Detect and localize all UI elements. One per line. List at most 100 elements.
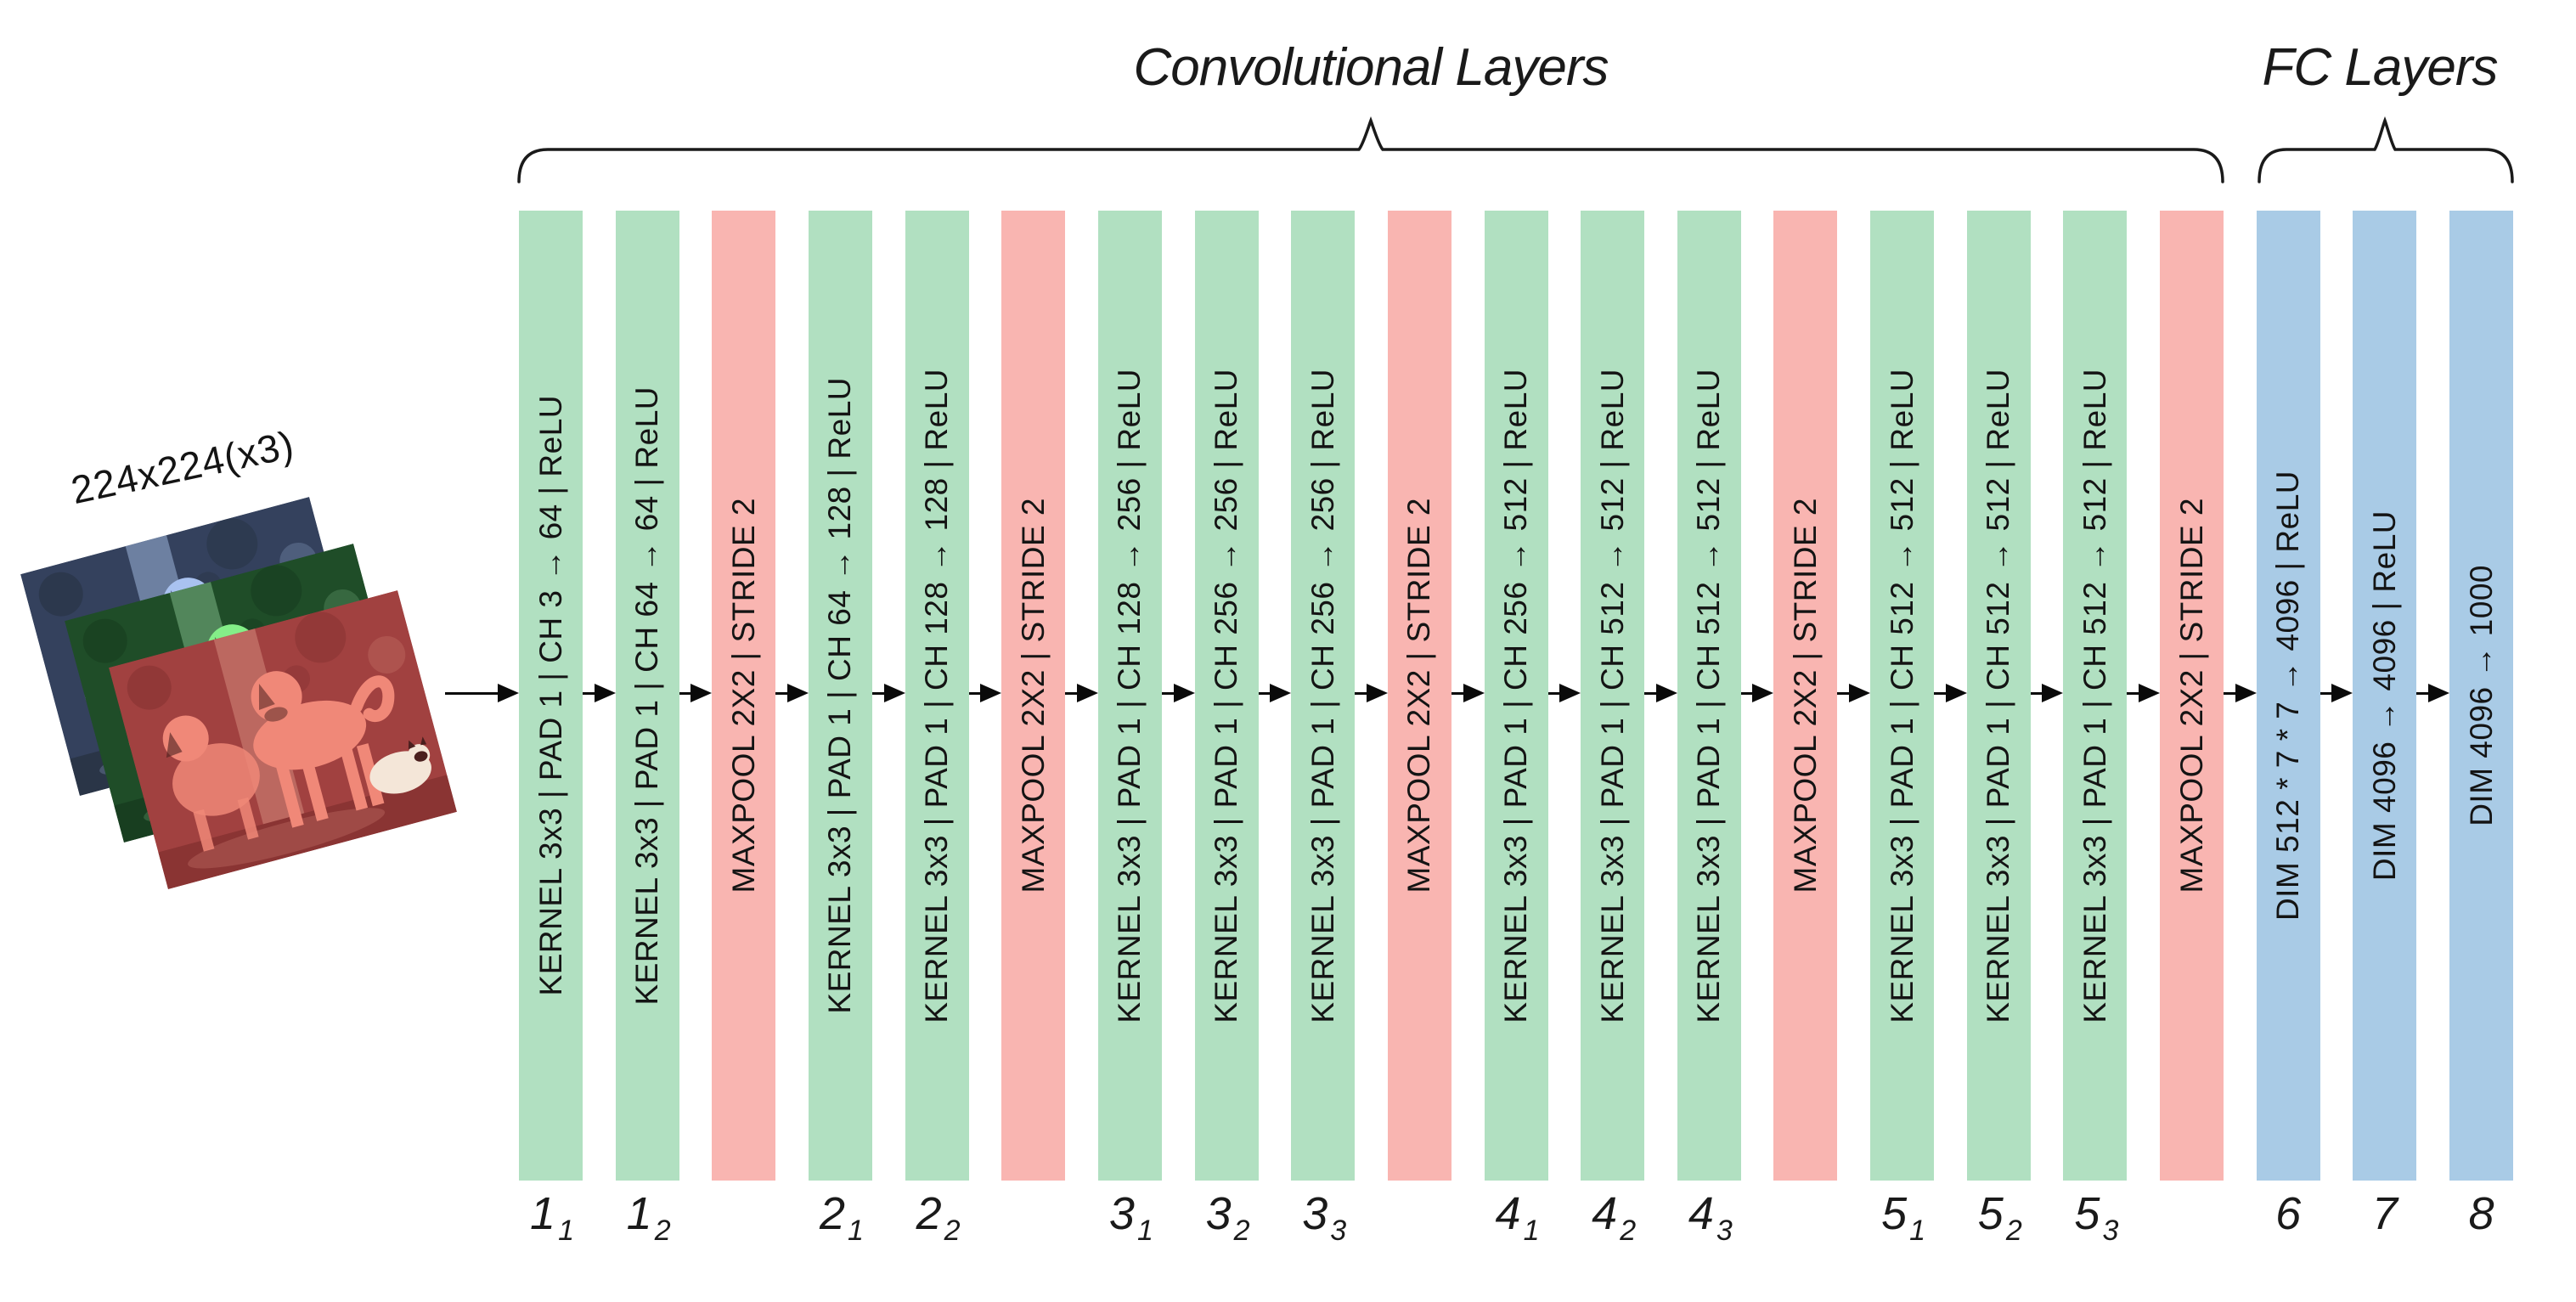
layer-index-5-3: 53 — [2074, 1187, 2118, 1247]
layer-index-main: 8 — [2468, 1188, 2494, 1239]
arrow-after-5-shaft — [968, 691, 983, 695]
fc-layer-bar-6-text: DIM 512 * 7 * 7 → 4096 | ReLU — [2270, 470, 2306, 922]
arrow-after-12-head — [1655, 684, 1677, 702]
layer-index-sub: 2 — [944, 1215, 961, 1247]
pool-layer-bar-pool-5: MAXPOOL 2X2 | STRIDE 2 — [1001, 211, 1066, 1181]
conv-layer-bar-3-1-text: KERNEL 3x3 | PAD 1 | CH 128 → 256 | ReLU — [1112, 368, 1147, 1023]
arrow-after-20-head — [2428, 684, 2449, 702]
arrow-after-3-head — [786, 684, 809, 702]
pool-layer-bar-pool-5-text: MAXPOOL 2X2 | STRIDE 2 — [1015, 498, 1051, 893]
layer-index-main: 1 — [626, 1188, 652, 1239]
conv-layer-bar-4-1-text: KERNEL 3x3 | PAD 1 | CH 256 → 512 | ReLU — [1498, 368, 1533, 1023]
arrow-after-1-head — [594, 684, 616, 702]
layer-index-main: 4 — [1495, 1188, 1521, 1239]
conv-layer-bar-4-2: KERNEL 3x3 | PAD 1 | CH 512 → 512 | ReLU — [1581, 211, 1645, 1181]
arrow-after-17-head — [2139, 684, 2161, 702]
layer-index-main: 6 — [2275, 1188, 2302, 1239]
conv-layer-bar-5-1-text: KERNEL 3x3 | PAD 1 | CH 512 → 512 | ReLU — [1884, 368, 1919, 1023]
conv-brace — [517, 116, 2224, 183]
pool-layer-bar-pool-17-text: MAXPOOL 2X2 | STRIDE 2 — [2173, 498, 2209, 893]
arrow-after-15-head — [1945, 684, 1967, 702]
arrow-after-10-shaft — [1451, 691, 1465, 695]
arrow-after-12-shaft — [1644, 691, 1658, 695]
arrow-after-7-head — [1173, 684, 1195, 702]
arrow-after-9-head — [1366, 684, 1388, 702]
arrow-after-13-shaft — [1740, 691, 1755, 695]
conv-layer-bar-1-2: KERNEL 3x3 | PAD 1 | CH 64 → 64 | ReLU — [615, 211, 679, 1181]
arrow-after-11-shaft — [1547, 691, 1562, 695]
layer-index-5-1: 51 — [1881, 1187, 1925, 1247]
layer-index-main: 7 — [2371, 1188, 2398, 1239]
pool-layer-bar-pool-2: MAXPOOL 2X2 | STRIDE 2 — [712, 211, 776, 1181]
fc-layer-bar-6: DIM 512 * 7 * 7 → 4096 | ReLU — [2256, 211, 2320, 1181]
layer-index-sub: 2 — [1233, 1215, 1250, 1247]
conv-layer-bar-4-2-text: KERNEL 3x3 | PAD 1 | CH 512 → 512 | ReLU — [1594, 368, 1630, 1023]
arrow-after-16-head — [2042, 684, 2064, 702]
pool-layer-bar-pool-9-text: MAXPOOL 2X2 | STRIDE 2 — [1401, 498, 1437, 893]
conv-layer-bar-2-1-text: KERNEL 3x3 | PAD 1 | CH 64 → 128 | ReLU — [822, 377, 858, 1014]
pool-layer-bar-pool-17: MAXPOOL 2X2 | STRIDE 2 — [2160, 211, 2224, 1181]
layer-index-sub: 2 — [654, 1215, 671, 1247]
arrow-after-5-head — [980, 684, 1002, 702]
arrow-after-19-shaft — [2320, 691, 2334, 695]
layer-index-sub: 3 — [1330, 1215, 1347, 1247]
conv-layer-bar-4-3-text: KERNEL 3x3 | PAD 1 | CH 512 → 512 | ReLU — [1691, 368, 1727, 1023]
conv-layer-bar-2-2: KERNEL 3x3 | PAD 1 | CH 128 → 128 | ReLU — [905, 211, 969, 1181]
arrow-after-6-shaft — [1065, 691, 1079, 695]
arrow-after-6-head — [1076, 684, 1098, 702]
conv-layer-bar-3-2-text: KERNEL 3x3 | PAD 1 | CH 256 → 256 | ReLU — [1209, 368, 1244, 1023]
layer-index-4-1: 41 — [1495, 1187, 1540, 1247]
layer-index-main: 4 — [1688, 1188, 1714, 1239]
fc-layer-bar-8: DIM 4096 → 1000 — [2449, 211, 2513, 1181]
layer-index-5-2: 52 — [1977, 1187, 2022, 1247]
conv-layer-bar-5-1: KERNEL 3x3 | PAD 1 | CH 512 → 512 | ReLU — [1870, 211, 1935, 1181]
layer-index-main: 5 — [1977, 1188, 2004, 1239]
conv-layer-bar-5-2: KERNEL 3x3 | PAD 1 | CH 512 → 512 | ReLU — [1966, 211, 2031, 1181]
input-arrow-shaft — [445, 691, 499, 695]
conv-layer-bar-4-3: KERNEL 3x3 | PAD 1 | CH 512 → 512 | ReLU — [1677, 211, 1741, 1181]
arrow-after-17-shaft — [2127, 691, 2141, 695]
conv-layer-bar-1-1: KERNEL 3x3 | PAD 1 | CH 3 → 64 | ReLU — [519, 211, 583, 1181]
layer-index-sub: 2 — [1620, 1215, 1637, 1247]
pool-layer-bar-pool-9: MAXPOOL 2X2 | STRIDE 2 — [1387, 211, 1451, 1181]
layer-index-sub: 3 — [2102, 1215, 2119, 1247]
conv-layer-bar-1-2-text: KERNEL 3x3 | PAD 1 | CH 64 → 64 | ReLU — [629, 386, 665, 1006]
layer-index-sub: 1 — [1523, 1215, 1540, 1247]
layer-index-sub: 1 — [1136, 1215, 1153, 1247]
layer-index-1-2: 12 — [626, 1187, 671, 1247]
fc-layers-title: FC Layers — [2262, 38, 2499, 97]
arrow-after-1-shaft — [583, 691, 596, 695]
layer-index-3-1: 31 — [1108, 1187, 1153, 1247]
layer-index-sub: 3 — [1716, 1215, 1733, 1247]
layer-index-main: 2 — [819, 1188, 845, 1239]
layer-index-main: 3 — [1108, 1188, 1135, 1239]
layer-index-main: 4 — [1592, 1188, 1618, 1239]
conv-layer-bar-3-2: KERNEL 3x3 | PAD 1 | CH 256 → 256 | ReLU — [1194, 211, 1259, 1181]
arrow-after-7-shaft — [1161, 691, 1175, 695]
arrow-after-14-shaft — [1837, 691, 1852, 695]
arrow-after-16-shaft — [2030, 691, 2044, 695]
layer-index-main: 3 — [1205, 1188, 1232, 1239]
layer-index-8: 8 — [2468, 1187, 2494, 1240]
layer-index-main: 5 — [2074, 1188, 2100, 1239]
layer-index-2-1: 21 — [819, 1187, 864, 1247]
arrow-after-11-head — [1559, 684, 1581, 702]
layer-index-3-3: 33 — [1302, 1187, 1346, 1247]
layer-index-main: 1 — [530, 1188, 556, 1239]
conv-layer-bar-3-3: KERNEL 3x3 | PAD 1 | CH 256 → 256 | ReLU — [1291, 211, 1356, 1181]
conv-layer-bar-2-1: KERNEL 3x3 | PAD 1 | CH 64 → 128 | ReLU — [808, 211, 872, 1181]
layer-index-4-3: 43 — [1688, 1187, 1733, 1247]
section-braces — [517, 116, 2514, 183]
pool-layer-bar-pool-13: MAXPOOL 2X2 | STRIDE 2 — [1773, 211, 1838, 1181]
pool-layer-bar-pool-13-text: MAXPOOL 2X2 | STRIDE 2 — [1787, 498, 1823, 893]
arrow-after-20-shaft — [2416, 691, 2430, 695]
arrow-after-10-head — [1463, 684, 1485, 702]
layer-index-7: 7 — [2372, 1187, 2398, 1240]
layer-index-sub: 1 — [1909, 1215, 1926, 1247]
layer-index-1-1: 11 — [530, 1187, 574, 1247]
fc-brace — [2258, 116, 2514, 183]
input-arrow-head — [498, 684, 519, 702]
arrow-after-3-shaft — [775, 691, 789, 695]
conv-layer-bar-4-1: KERNEL 3x3 | PAD 1 | CH 256 → 512 | ReLU — [1484, 211, 1548, 1181]
conv-layer-bar-5-3-text: KERNEL 3x3 | PAD 1 | CH 512 → 512 | ReLU — [2077, 368, 2112, 1023]
